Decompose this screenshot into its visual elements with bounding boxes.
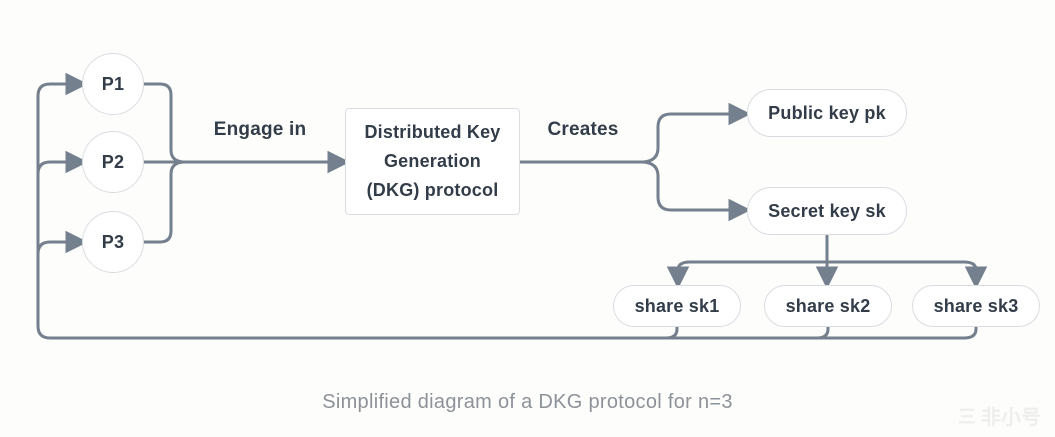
public-key-label: Public key pk: [768, 102, 886, 123]
share-label: share sk1: [634, 295, 720, 316]
participant-node-p2: P2: [82, 131, 144, 193]
participant-label: P1: [101, 73, 125, 94]
creates-label: Creates: [547, 119, 619, 140]
loop-branch-arrow-p3: [36, 230, 88, 256]
share3-return-stub: [962, 325, 978, 340]
secret-key-label: Secret key sk: [768, 200, 886, 221]
participant-node-p3: P3: [82, 211, 144, 273]
dkg-box-line2: Generation: [383, 151, 482, 171]
watermark: 三 非小号: [958, 401, 1041, 430]
engage-in-label: Engage in: [213, 119, 307, 140]
watermark-text: 非小号: [981, 407, 1041, 429]
public-key-node: Public key pk: [747, 89, 907, 137]
dkg-box-line3: (DKG) protocol: [366, 180, 499, 200]
share-label: share sk2: [785, 295, 871, 316]
share1-return-stub: [664, 325, 679, 340]
participant-node-p1: P1: [82, 53, 144, 115]
share-sk2-node: share sk2: [764, 285, 892, 327]
share2-return-stub: [815, 325, 830, 340]
share-bar-right-arrow: [825, 260, 988, 289]
participant-label: P3: [101, 231, 125, 252]
fork-arrow-secret-key: [641, 160, 751, 222]
share-sk3-node: share sk3: [912, 285, 1040, 327]
watermark-logo-icon: 三: [958, 406, 976, 427]
loop-branch-arrow-p2: [36, 150, 88, 176]
dkg-protocol-box: Distributed Key Generation (DKG) protoco…: [345, 108, 520, 215]
participant-label: P2: [101, 151, 125, 172]
merge-brace-bottom: [142, 160, 185, 244]
fork-arrow-public-key: [641, 102, 751, 164]
merge-brace-top: [142, 82, 185, 164]
share-label: share sk3: [933, 295, 1019, 316]
share-bar-left-arrow: [666, 260, 829, 289]
secret-key-node: Secret key sk: [747, 187, 907, 235]
diagram-caption: Simplified diagram of a DKG protocol for…: [322, 391, 733, 413]
dkg-box-line1: Distributed Key: [364, 122, 501, 142]
share-sk1-node: share sk1: [613, 285, 741, 327]
